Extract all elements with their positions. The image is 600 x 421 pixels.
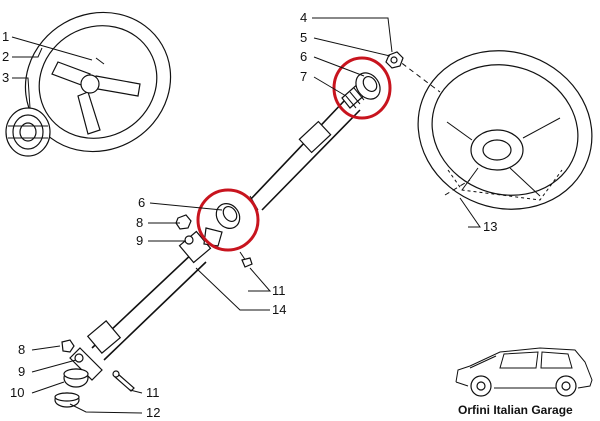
callout-11-upper: 11 [272,283,286,298]
steering-column-lower [69,230,212,381]
horn-button [5,107,51,157]
callout-13: 13 [483,219,497,234]
highlight-circle-upper [332,56,392,120]
nut-washer [385,51,404,69]
callout-4: 4 [300,10,307,25]
callout-3: 3 [2,70,9,85]
callout-1: 1 [2,29,9,44]
watermark-text: Orfini Italian Garage [458,403,573,417]
lower-bearing [203,203,241,247]
upper-bearing [355,72,381,100]
sport-steering-wheel [24,11,172,153]
lower-fasteners [54,339,135,408]
callout-8-upper: 8 [136,215,143,230]
callout-8-lower: 8 [18,342,25,357]
standard-steering-wheel [394,50,593,210]
callout-5: 5 [300,30,307,45]
leader-lines [11,17,481,414]
callout-6-lower: 6 [138,195,145,210]
callout-11-lower: 11 [146,385,160,400]
callout-14: 14 [272,302,286,317]
callout-2: 2 [2,49,9,64]
callout-6-upper: 6 [300,49,307,64]
callout-10: 10 [10,385,24,400]
callout-9-lower: 9 [18,364,25,379]
steering-column-upper [249,99,361,211]
highlight-circle-lower [196,188,260,252]
car-logo [455,347,593,397]
callout-12: 12 [146,405,160,420]
callout-7: 7 [300,69,307,84]
callout-9-upper: 9 [136,233,143,248]
